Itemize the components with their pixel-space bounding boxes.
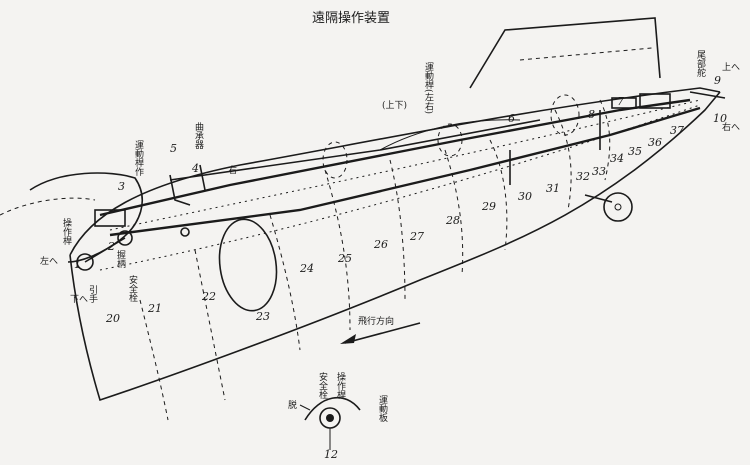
part-number-23: 23 [255, 310, 270, 323]
cockpit-linkage [76, 164, 206, 271]
part-number-27: 27 [409, 230, 424, 243]
control-rod-lower [109, 106, 701, 237]
part-number-20: 20 [105, 312, 120, 325]
tail-fin [469, 17, 661, 89]
label-control-stick: 操作桿 [61, 217, 72, 246]
label-up: 上へ [722, 62, 740, 73]
wing-root [0, 197, 96, 216]
fuselage-outline-top [69, 87, 721, 256]
part-number-30: 30 [518, 190, 532, 203]
label-pull-handle: 引手 [87, 285, 98, 304]
flight-direction-arrowhead [340, 334, 356, 344]
part-number-1: 1 [74, 258, 81, 271]
label-down: 下へ [70, 295, 88, 305]
inset-detail [299, 396, 361, 450]
part-number-34: 34 [610, 152, 624, 165]
label-safety-pin: 安全栓 [127, 274, 138, 303]
inset-label-safety-pin: 安全栓 [317, 371, 328, 400]
stringer-2 [99, 104, 701, 271]
flight-direction-label: 飛行方向 [358, 315, 394, 327]
tail-wheel-hub [614, 203, 622, 211]
stringer-1 [109, 99, 701, 231]
part-number-6: 6 [508, 112, 515, 125]
control-rod-upper [99, 98, 691, 217]
label-right-top: 右へ [722, 121, 740, 133]
part-number-7: 7 [617, 95, 624, 108]
part-number-9: 9 [714, 74, 721, 87]
part-number-35: 35 [628, 145, 642, 158]
diagram-title: 遠隔操作装置 [312, 10, 390, 26]
label-handle-cover: 握柄 [115, 249, 126, 269]
label-control-stick-unit: 運動桿作 [133, 140, 144, 177]
inset-label-control: 操作桿 [335, 371, 346, 400]
frame-ribs [139, 99, 611, 421]
flight-direction-arrow [344, 322, 421, 344]
control-rod-mid [169, 119, 541, 181]
label-left: 左へ [40, 255, 58, 267]
part-number-28: 28 [445, 214, 460, 227]
tail-fin-dashed [519, 47, 653, 61]
inset-label-number: 12 [324, 448, 338, 461]
part-number-3: 3 [118, 180, 125, 193]
tail-wheel-strut [584, 194, 613, 203]
fuselage-outline-bottom [69, 91, 721, 402]
part-number-33: 33 [592, 165, 606, 178]
rod-arc [379, 119, 521, 151]
label-linkage: 曲承器 [193, 122, 204, 149]
part-number-36: 36 [648, 136, 662, 149]
part-number-26: 26 [373, 238, 388, 251]
part-number-5: 5 [170, 142, 177, 155]
label-right: 右 [228, 164, 237, 176]
part-number-4: 4 [191, 162, 199, 175]
part-number-29: 29 [481, 200, 496, 213]
part-number-10: 10 [713, 112, 727, 125]
part-number-31: 31 [546, 182, 560, 195]
part-number-24: 24 [299, 262, 314, 275]
part-number-21: 21 [147, 302, 162, 315]
nose-cover [29, 172, 144, 263]
part-number-37: 37 [670, 124, 684, 137]
part-number-25: 25 [337, 252, 352, 265]
part-number-8: 8 [588, 108, 595, 121]
part-number-32: 32 [576, 170, 590, 183]
part-number-22: 22 [201, 290, 216, 303]
label-tail-device: 尾部舵 [695, 50, 706, 78]
access-hatch [218, 218, 278, 312]
label-up-center: (上下) [382, 100, 407, 111]
part-number-2: 2 [107, 240, 115, 253]
inset-label-plate: 運動板 [377, 395, 388, 423]
inset-label-left: 脱 [288, 399, 297, 411]
tail-linkage [509, 91, 726, 185]
label-rudder-rod: 運動桿(左右) [423, 62, 434, 114]
tail-wheel [603, 192, 633, 222]
